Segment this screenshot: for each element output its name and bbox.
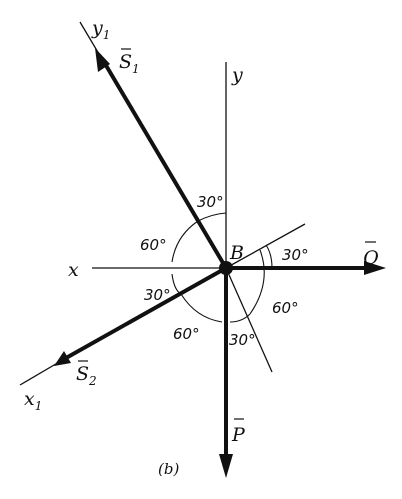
angle-label-top: 30° bbox=[197, 193, 224, 211]
force-s1-arrowhead bbox=[95, 48, 110, 72]
label-x1: x1 bbox=[24, 388, 42, 413]
force-s2-shaft bbox=[65, 266, 227, 360]
arc-right-30 bbox=[265, 244, 273, 269]
label-s1: S1 bbox=[119, 51, 140, 76]
angle-label-bottom-left: 60° bbox=[173, 325, 200, 343]
caption: (b) bbox=[158, 460, 179, 478]
label-s2: S2 bbox=[76, 363, 97, 388]
point-b bbox=[219, 261, 233, 275]
arc-lower-left-30 bbox=[171, 273, 182, 295]
angle-label-lower-left: 30° bbox=[144, 286, 171, 304]
label-y1: y1 bbox=[91, 17, 110, 42]
force-s1-shaft bbox=[102, 60, 228, 270]
angle-label-bottom: 30° bbox=[229, 331, 256, 349]
arc-lower-right-60 bbox=[249, 249, 265, 315]
label-p: P bbox=[231, 424, 246, 446]
arc-top-30 bbox=[197, 212, 227, 222]
label-q: Q bbox=[363, 247, 379, 269]
x1-axis bbox=[19, 357, 67, 386]
angle-label-lower-right: 60° bbox=[272, 299, 299, 317]
label-b: B bbox=[229, 242, 244, 264]
force-q-arrowhead bbox=[364, 261, 386, 275]
y1-axis-lower bbox=[225, 267, 273, 373]
angle-label-upper-left: 60° bbox=[140, 236, 167, 254]
label-y: y bbox=[231, 64, 243, 86]
force-p-arrowhead bbox=[219, 454, 233, 478]
angle-label-right: 30° bbox=[282, 246, 309, 264]
arc-upper-left-60 bbox=[171, 220, 199, 263]
label-x: x bbox=[68, 259, 79, 281]
arc-bottom-left-60 bbox=[180, 293, 223, 323]
x1-axis-upper bbox=[225, 223, 306, 269]
arc-bottom-30 bbox=[229, 313, 251, 323]
